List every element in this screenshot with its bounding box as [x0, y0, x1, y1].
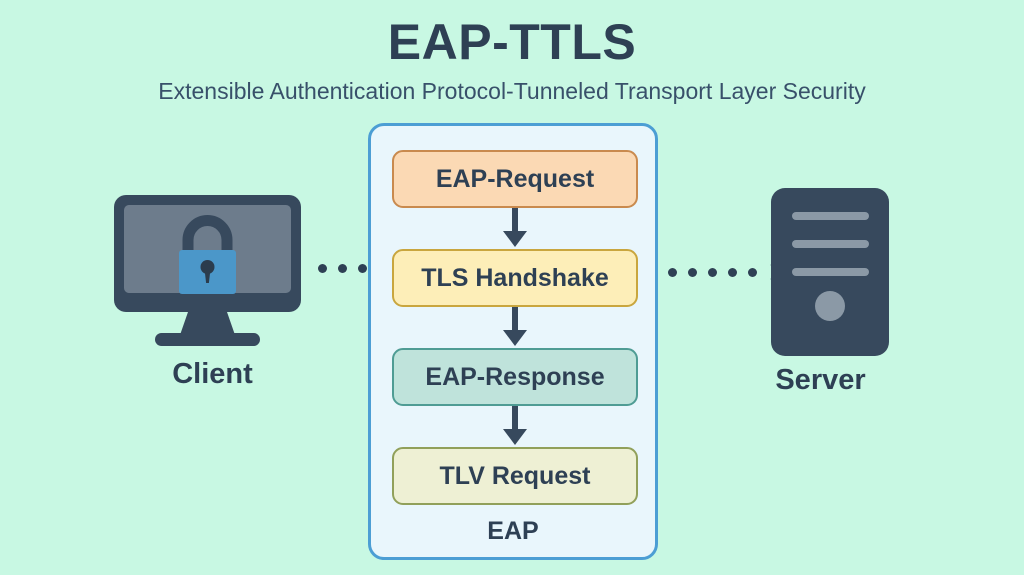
connector-dot — [708, 267, 717, 277]
monitor-lock-icon — [110, 193, 315, 348]
client-label: Client — [172, 358, 253, 390]
server-node: Server — [718, 186, 923, 416]
flow-step-eap-request[interactable]: EAP-Request — [392, 150, 638, 208]
eap-panel: EAP-Request TLS Handshake EAP-Response — [368, 123, 658, 560]
connector-dot — [748, 267, 757, 277]
page-title: EAP-TTLS — [387, 14, 637, 70]
eap-flow-sequence: EAP-Request TLS Handshake EAP-Response — [392, 150, 638, 505]
client-node: Client — [110, 193, 315, 413]
flow-step-tls-handshake[interactable]: TLS Handshake — [392, 249, 638, 307]
flow-arrow-down-icon — [392, 208, 638, 249]
flow-step-tlv-request[interactable]: TLV Request — [392, 447, 638, 505]
connector-dot — [318, 264, 327, 273]
flow-step-eap-response[interactable]: EAP-Response — [392, 348, 638, 406]
connector-dot — [668, 267, 677, 277]
flow-arrow-down-icon — [392, 307, 638, 348]
page-subtitle: Extensible Authentication Protocol-Tunne… — [158, 78, 866, 104]
server-label: Server — [775, 364, 866, 396]
connector-dot — [358, 264, 367, 273]
server-tower-icon — [718, 186, 923, 358]
flow-arrow-down-icon — [392, 406, 638, 447]
eap-panel-label: EAP — [487, 517, 539, 545]
connector-dot — [728, 267, 737, 277]
connector-dot — [338, 264, 347, 273]
connector-dot — [688, 267, 697, 277]
